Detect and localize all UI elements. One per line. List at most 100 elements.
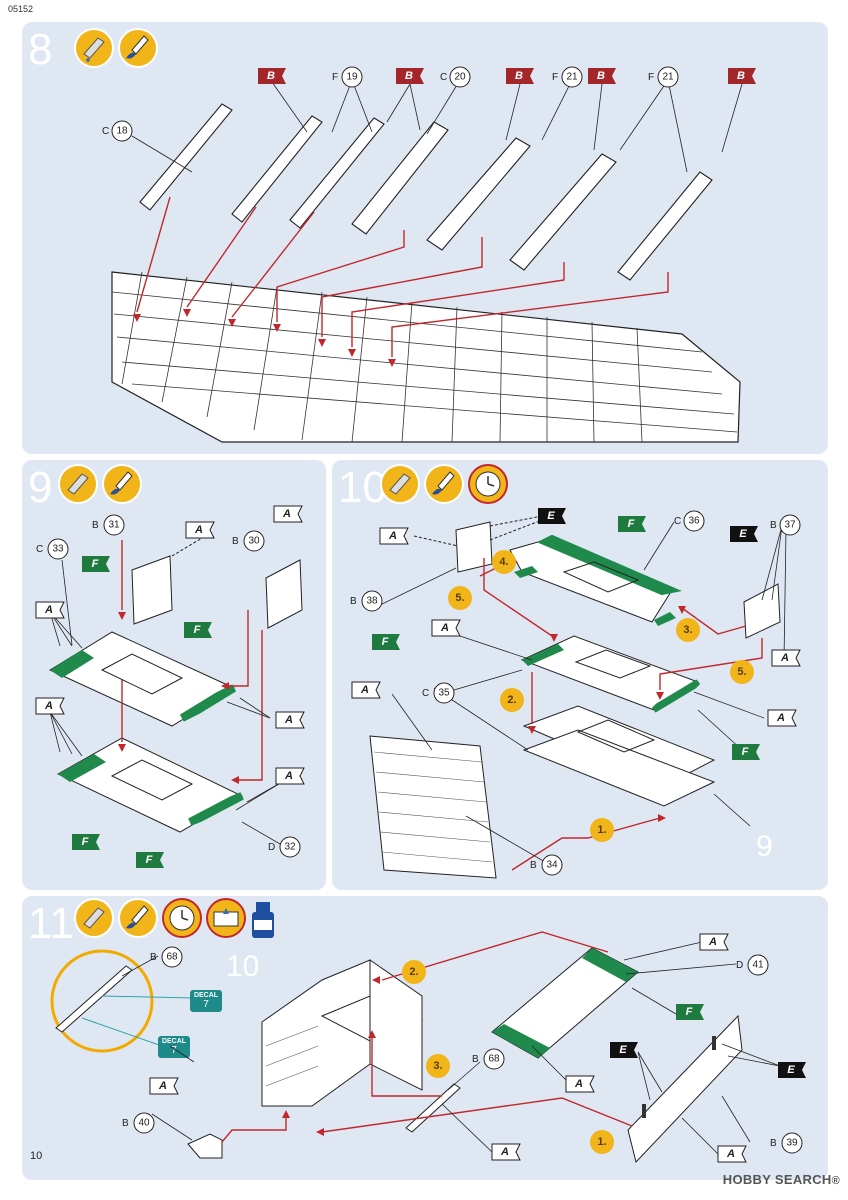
clock-icon <box>162 898 202 938</box>
svg-text:F: F <box>146 854 153 866</box>
svg-text:DECAL: DECAL <box>194 992 219 999</box>
svg-text:34: 34 <box>546 860 558 871</box>
svg-text:B: B <box>515 70 523 82</box>
step-8-panel: 8 <box>22 22 828 454</box>
part-number: 21 <box>662 72 674 83</box>
svg-text:B: B <box>267 70 275 82</box>
part-number: 18 <box>116 126 128 137</box>
svg-text:A: A <box>440 622 449 634</box>
glue-icon <box>74 898 114 938</box>
svg-text:C: C <box>422 688 429 699</box>
svg-text:A: A <box>194 524 203 536</box>
paint-flag-e: E <box>778 1062 806 1078</box>
glue-icon <box>74 28 114 68</box>
svg-text:68: 68 <box>166 952 178 963</box>
svg-text:B: B <box>770 1138 777 1149</box>
glue-icon <box>58 464 98 504</box>
svg-text:F: F <box>686 1006 693 1018</box>
callout-b39: B 39 <box>770 1132 803 1154</box>
svg-text:B: B <box>350 596 357 607</box>
order-badge: 1. <box>590 1130 614 1154</box>
watermark: HOBBY SEARCH® <box>723 1172 840 1187</box>
svg-text:F: F <box>628 518 635 530</box>
order-badge: 5. <box>730 660 754 684</box>
svg-text:68: 68 <box>488 1054 500 1065</box>
paint-flag-b: B <box>258 68 286 84</box>
svg-text:F: F <box>194 624 201 636</box>
svg-text:38: 38 <box>366 596 378 607</box>
paint-flag-a: A <box>149 1077 179 1095</box>
svg-text:C: C <box>36 544 43 555</box>
paint-flag-a: A <box>275 767 305 785</box>
svg-text:32: 32 <box>284 842 296 853</box>
part-number: 19 <box>346 72 358 83</box>
paint-flag-b: B <box>506 68 534 84</box>
decal-setting-bottle-icon <box>252 902 274 938</box>
svg-text:A: A <box>282 508 291 520</box>
paint-flag-a: A <box>771 649 801 667</box>
svg-text:4.: 4. <box>499 556 508 568</box>
paint-flag-b: B <box>588 68 616 84</box>
paint-flag-e: E <box>538 508 566 524</box>
paint-flag-f: F <box>618 516 646 532</box>
svg-text:DECAL: DECAL <box>162 1038 187 1045</box>
callout-c35: C 35 <box>422 682 455 704</box>
svg-text:2.: 2. <box>409 966 418 978</box>
callout-c20: C 20 <box>440 66 471 88</box>
svg-text:B: B <box>405 70 413 82</box>
order-badge: 2. <box>402 960 426 984</box>
watermark-reg: ® <box>831 1175 840 1187</box>
svg-text:A: A <box>360 684 369 696</box>
svg-text:41: 41 <box>752 960 764 971</box>
paint-flag-a: A <box>379 527 409 545</box>
paint-flag-e: E <box>730 526 758 542</box>
decal-water-icon <box>206 898 246 938</box>
step-11-number: 11 <box>28 899 74 948</box>
svg-text:F: F <box>82 836 89 848</box>
callout-f19: F 19 <box>332 66 363 88</box>
sprue-letter: F <box>552 72 558 83</box>
order-badge: 5. <box>448 586 472 610</box>
svg-text:35: 35 <box>438 688 450 699</box>
paint-flag-e: E <box>610 1042 638 1058</box>
paint-flag-a: A <box>565 1075 595 1093</box>
svg-text:33: 33 <box>52 544 64 555</box>
svg-text:7: 7 <box>171 1045 177 1056</box>
detail-magnifier <box>50 949 154 1053</box>
sprue-letter: F <box>648 72 654 83</box>
step-8-diagram: C 18 F 19 C 20 F 21 F 21 B B B B B <box>74 28 756 443</box>
ref-step-9: 9 <box>756 830 773 863</box>
svg-text:30: 30 <box>248 536 260 547</box>
paint-flag-f: F <box>184 622 212 638</box>
callout-c33: C 33 <box>36 538 69 560</box>
svg-text:F: F <box>92 558 99 570</box>
svg-text:1.: 1. <box>597 824 606 836</box>
svg-text:A: A <box>574 1078 583 1090</box>
svg-text:A: A <box>500 1146 509 1158</box>
svg-text:A: A <box>284 770 293 782</box>
paint-flag-f: F <box>732 744 760 760</box>
paint-flag-a: A <box>431 619 461 637</box>
svg-text:5.: 5. <box>737 666 746 678</box>
paint-flag-f: F <box>136 852 164 868</box>
svg-text:B: B <box>92 520 99 531</box>
step-10-panel: 10 <box>332 460 828 890</box>
paint-flag-a: A <box>491 1143 521 1161</box>
part-number: 21 <box>566 72 578 83</box>
order-badge: 1. <box>590 818 614 842</box>
part-number: 20 <box>454 72 466 83</box>
paint-flag-a: A <box>35 697 65 715</box>
svg-text:39: 39 <box>786 1138 798 1149</box>
svg-text:A: A <box>158 1080 167 1092</box>
sprue-letter: F <box>332 72 338 83</box>
